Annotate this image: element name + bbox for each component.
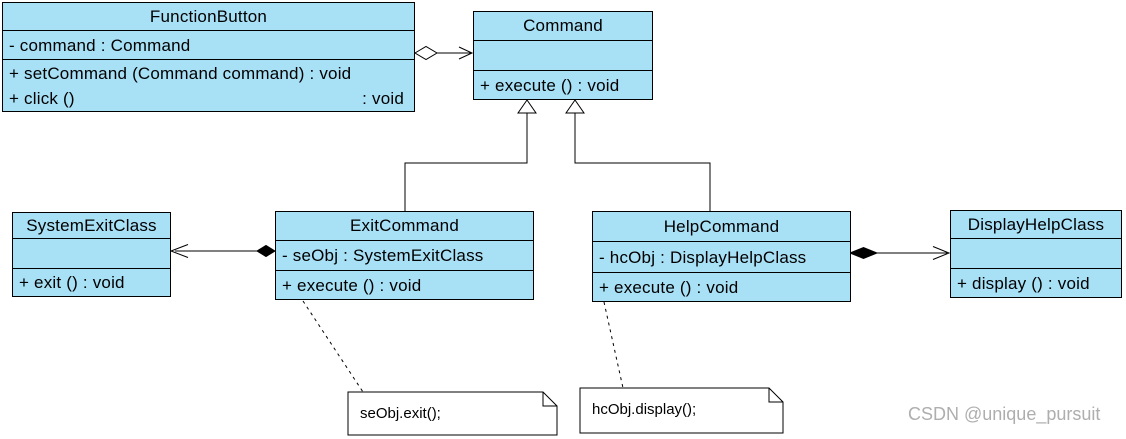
generalization-exitcommand-command [404,99,537,211]
composition-diamond [848,246,879,260]
note-text-exit: seObj.exit(); [360,405,441,422]
class-attribute: - command : Command [9,35,191,55]
composition-exitcommand-systemexitclass [169,244,276,258]
note-fold-corner [768,388,783,403]
class-title: ExitCommand [276,212,533,241]
open-arrowhead [458,46,474,60]
method-return-type: : void [362,88,404,108]
empty-attributes-compartment [474,41,652,71]
class-method: + setCommand (Command command) : void [9,63,352,83]
class-helpcommand: HelpCommand - hcObj : DisplayHelpClass +… [592,211,851,302]
class-exitcommand: ExitCommand - seObj : SystemExitClass + … [275,211,534,300]
class-command: Command + execute () : void [473,11,653,100]
generalization-triangle [565,99,585,114]
note-shape-exit [347,391,558,436]
class-functionbutton: FunctionButton - command : Command + set… [2,2,415,112]
class-method: + execute () : void [480,75,620,95]
empty-attributes-compartment [951,239,1121,269]
open-arrowhead [169,244,189,258]
class-method: + click () : void [3,86,414,111]
class-title: Command [474,12,652,41]
note-anchor-exitcommand [302,300,364,393]
composition-helpcommand-displayhelpclass [848,246,951,260]
open-arrowhead [932,246,951,260]
class-title: FunctionButton [3,3,414,31]
class-attribute: - seObj : SystemExitClass [282,246,484,265]
composition-diamond [256,244,276,258]
class-method: + display () : void [957,273,1090,293]
class-method: + execute () : void [282,275,422,295]
aggregation-diamond [414,45,438,61]
note-anchor-helpcommand [603,301,624,389]
class-method: + exit () : void [19,273,125,292]
class-attribute: - hcObj : DisplayHelpClass [599,247,807,267]
aggregation-functionbutton-command [414,45,474,61]
class-method: + execute () : void [599,277,739,297]
method-signature: + click () [9,88,75,108]
generalization-triangle [517,99,537,114]
class-title: SystemExitClass [13,213,170,239]
note-shape-help [579,387,784,434]
class-systemexitclass: SystemExitClass + exit () : void [12,212,171,297]
class-displayhelpclass: DisplayHelpClass + display () : void [950,210,1122,298]
class-title: DisplayHelpClass [951,211,1121,239]
csdn-watermark: CSDN @unique_pursuit [908,404,1101,424]
class-title: HelpCommand [593,212,850,242]
note-text-help: hcObj.display(); [592,401,697,418]
note-fold-corner [542,392,557,407]
generalization-helpcommand-command [565,99,711,211]
empty-attributes-compartment [13,239,170,269]
